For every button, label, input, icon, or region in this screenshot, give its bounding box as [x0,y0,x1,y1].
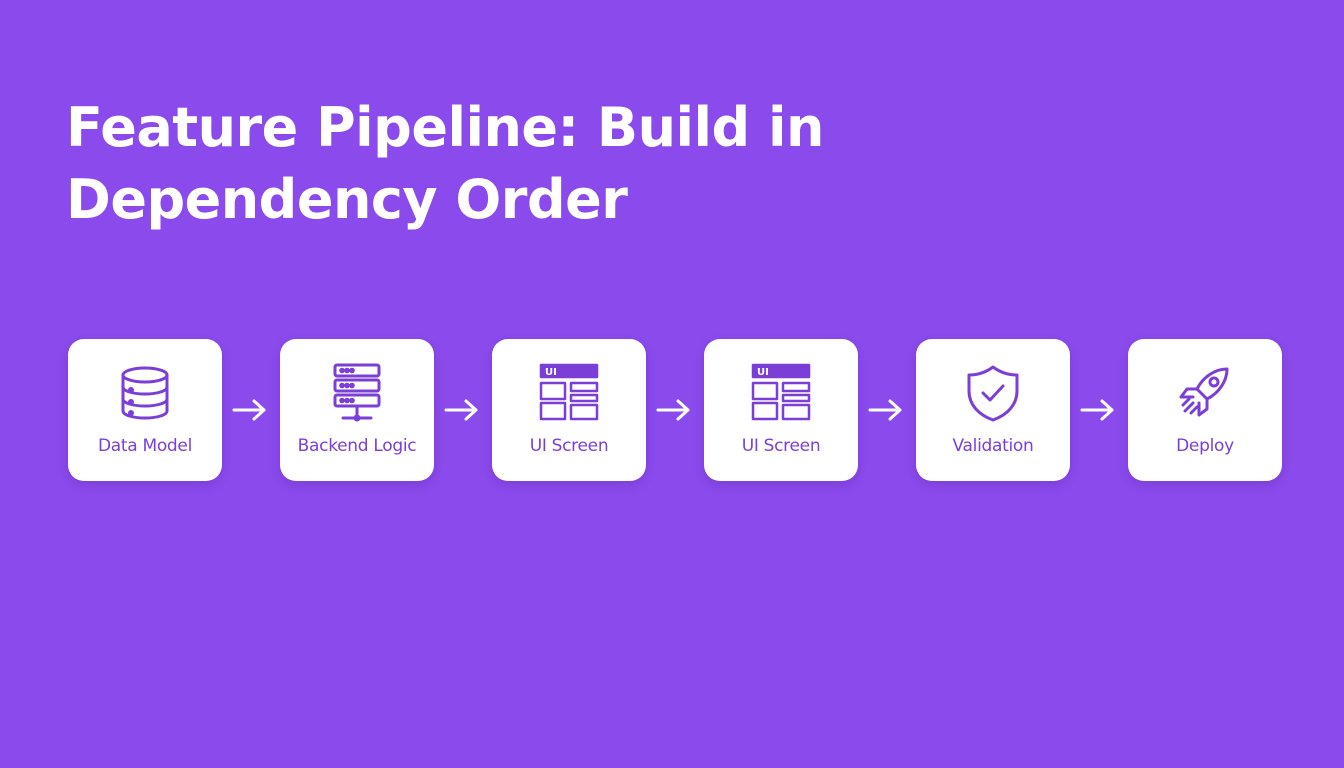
arrow-right-icon [1078,395,1118,425]
arrow-right-icon [866,395,906,425]
server-icon [327,363,387,423]
rocket-icon [1175,363,1235,423]
step-validation: Validation [916,339,1070,481]
arrow-right-icon [442,395,482,425]
arrow-right-icon [230,395,270,425]
arrow-right-icon [654,395,694,425]
step-ui-screen-1: UI UI Screen [492,339,646,481]
step-ui-screen-2: UI UI Screen [704,339,858,481]
step-backend-logic: Backend Logic [280,339,434,481]
pipeline-diagram: Data Model B [68,339,1282,481]
ui-icon-text: UI [545,367,557,378]
step-label: UI Screen [741,436,821,456]
title-line-1: Feature Pipeline: Build in [66,96,824,159]
step-data-model: Data Model [68,339,222,481]
page-title: Feature Pipeline: Build in Dependency Or… [66,92,966,236]
ui-layout-icon: UI [751,363,811,423]
step-deploy: Deploy [1128,339,1282,481]
step-label: Backend Logic [297,436,417,456]
database-icon [115,363,175,423]
title-line-2: Dependency Order [66,168,628,231]
ui-layout-icon: UI [539,363,599,423]
shield-check-icon [963,363,1023,423]
step-label: Data Model [97,436,193,456]
ui-icon-text: UI [757,367,769,378]
step-label: Deploy [1176,436,1234,456]
step-label: UI Screen [529,436,609,456]
step-label: Validation [952,436,1034,456]
